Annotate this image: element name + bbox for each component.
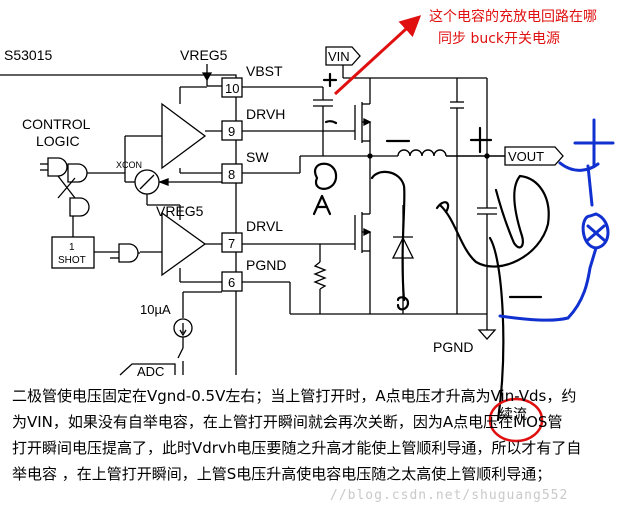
xcon-label: XCON: [116, 160, 142, 170]
handwritten-black-marks: [312, 72, 550, 422]
pin-number-6: 6: [228, 275, 235, 290]
low-side-mosfet: [242, 205, 372, 314]
pgnd-resistor: [313, 244, 327, 314]
low-side-driver: [140, 205, 222, 283]
sw-node: [242, 153, 398, 205]
red-note-line1: 这个电容的充放电回路在哪: [429, 9, 597, 25]
vin-label: VIN: [328, 49, 350, 64]
explanation-line-3: 打开瞬间电压提高了，此时Vdrvh电压要随之升高才能使上管顺利导通，所以才有了自: [12, 439, 582, 457]
red-arrow: [333, 15, 422, 96]
pin-number-7: 7: [228, 236, 235, 251]
red-note-line2: 同步 buck开关电源: [438, 31, 561, 47]
explanation-paragraph: 二极管使电压固定在Vgnd-0.5V左右；当上管打开时，A点电压才升高为Vin-…: [12, 383, 618, 487]
pin-number-9: 9: [228, 124, 235, 139]
explanation-line-1: 二极管使电压固定在Vgnd-0.5V左右；当上管打开时，A点电压才升高为Vin-…: [12, 387, 577, 405]
pin-number-8: 8: [228, 167, 235, 182]
one-shot-line1: 1: [69, 242, 75, 253]
handwritten-blue-marks: [498, 118, 615, 322]
explanation-line-4: 举电容 ，在上管打开瞬间，上管S电压升高使电容电压随之太高使上管顺利导通；: [12, 465, 552, 483]
current-source: [173, 291, 222, 375]
explanation-line-2: 为VIN，如果没有自举电容，在上管打开瞬间就会再次关断，因为A点电压在MOS管: [12, 413, 563, 431]
vout-flag: [504, 146, 564, 166]
one-shot-block: [51, 216, 140, 269]
pin-name-drvl: DRVL: [246, 218, 283, 234]
vreg5-top-label: VREG5: [180, 47, 228, 63]
output-inductor: [397, 149, 505, 159]
pin-name-drvh: DRVH: [246, 106, 285, 122]
pin-number-10: 10: [225, 81, 239, 96]
high-side-mosfet: [242, 100, 372, 156]
output-capacitor: [477, 78, 497, 314]
current-source-label: 10µA: [140, 302, 171, 317]
control-logic-line1: CONTROL: [22, 116, 91, 132]
high-side-driver: [125, 86, 222, 174]
red-circle-highlight: [488, 397, 544, 443]
pin-boxes: [221, 77, 243, 292]
chip-part-label: S53015: [4, 47, 52, 63]
one-shot-line2: SHOT: [58, 255, 86, 266]
pin-name-vbst: VBST: [246, 63, 283, 79]
adc-block: [119, 363, 176, 376]
pgnd-ground-label: PGND: [433, 339, 473, 355]
control-logic-gates: [40, 136, 126, 217]
vin-flag: [325, 46, 361, 66]
pin-name-pgnd: PGND: [246, 257, 286, 273]
vreg5-top-arrow: [201, 64, 222, 87]
control-logic-line2: LOGIC: [36, 133, 80, 149]
circled-note-text: 续流: [499, 407, 527, 423]
vin-rail: [342, 65, 487, 314]
pgnd-rail: [242, 281, 497, 340]
watermark: //blog.csdn.net/shuguang552: [330, 488, 569, 503]
pin-name-sw: SW: [246, 149, 269, 165]
adc-label: ADC: [137, 364, 164, 379]
vout-label: VOUT: [508, 149, 544, 164]
xcon-comparator: [125, 169, 222, 206]
